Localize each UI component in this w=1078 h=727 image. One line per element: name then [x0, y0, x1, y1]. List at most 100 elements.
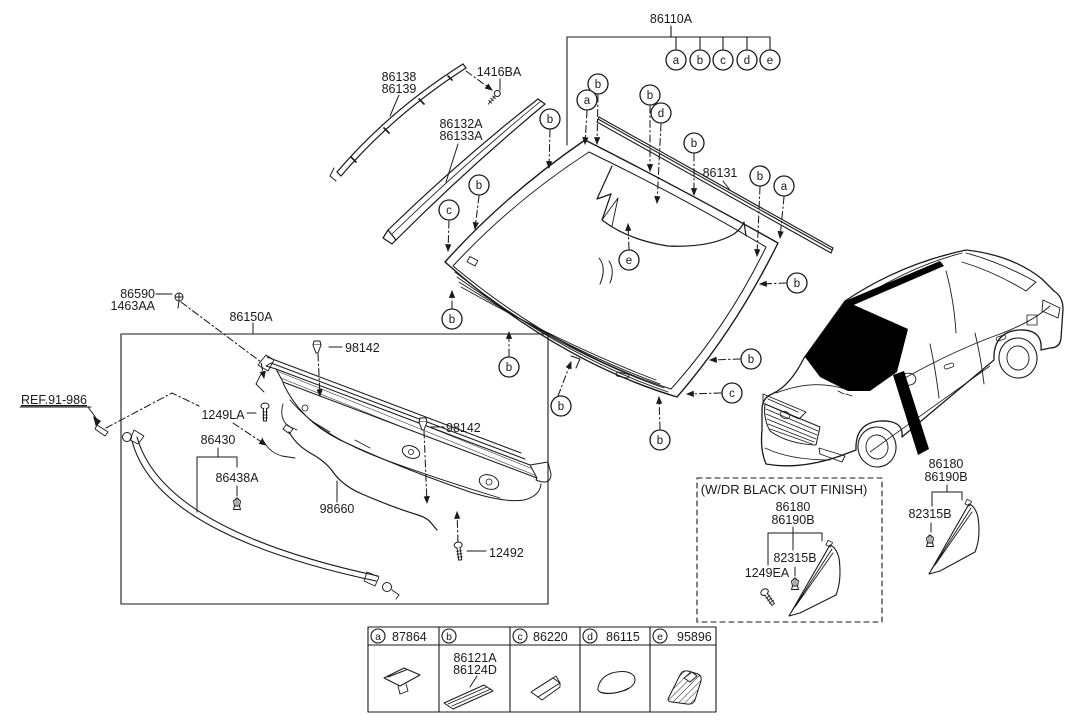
- callout-letter: b: [558, 401, 564, 413]
- molding-strip-86138: [329, 63, 467, 182]
- label-86138: 86138: [382, 70, 417, 84]
- legend-shape-95896: [667, 670, 702, 705]
- callout-a: [665, 49, 687, 71]
- callout-letter: b: [794, 278, 800, 290]
- callout-letter: b: [691, 138, 697, 150]
- callout-letter: b: [506, 362, 512, 374]
- callout-letter: c: [720, 55, 726, 67]
- callout-bracket-86110A: [566, 25, 771, 146]
- car-illustration: [760, 249, 1064, 468]
- blackout-windshield: [805, 301, 908, 391]
- callout-letter: b: [757, 171, 763, 183]
- label-86133A: 86133A: [439, 129, 483, 143]
- legend-letter-c: c: [517, 631, 522, 643]
- callout-letter: e: [626, 255, 632, 267]
- callout-letter: d: [744, 55, 750, 67]
- text-layer: 86110A 86138 86139 1416BA 86132A 86133A …: [21, 12, 968, 677]
- bolt-1249EA-icon: [758, 586, 778, 608]
- blackout-finish-box: [696, 477, 883, 623]
- legend-num-86121A: 86121A: [453, 651, 497, 665]
- callout-letter: a: [781, 181, 788, 193]
- legend-table: [367, 626, 717, 713]
- label-86190B-right: 86190B: [924, 470, 967, 484]
- label-86131: 86131: [703, 166, 738, 180]
- callout-letter: c: [729, 388, 735, 400]
- label-86110A: 86110A: [650, 12, 693, 26]
- callout-letter: b: [547, 114, 553, 126]
- label-86438A: 86438A: [215, 471, 259, 485]
- callout-letter: a: [584, 95, 591, 107]
- clip-86438A-icon: [232, 497, 242, 511]
- label-86139: 86139: [382, 82, 417, 96]
- legend-num-87864: 87864: [392, 630, 427, 644]
- legend-shape-86115: [597, 671, 636, 695]
- legend-letter-b: b: [446, 631, 452, 643]
- legend-num-95896: 95896: [677, 630, 712, 644]
- callout-letter: b: [647, 90, 653, 102]
- molding-86131: [596, 116, 834, 254]
- label-1249LA: 1249LA: [201, 408, 245, 422]
- callout-c: [712, 49, 734, 71]
- callout-letter: b: [748, 354, 754, 366]
- clip-82315B-icon: [790, 577, 800, 591]
- label-ticks: [155, 78, 731, 552]
- callout-letter: b: [449, 314, 455, 326]
- leader-lines: [105, 70, 787, 543]
- cowl-box: [120, 333, 549, 605]
- label-82315B-box: 82315B: [773, 551, 816, 565]
- label-12492: 12492: [489, 546, 524, 560]
- callout-letter: a: [673, 55, 680, 67]
- callouts: [438, 49, 808, 451]
- callout-e: [759, 49, 781, 71]
- label-1463AA: 1463AA: [111, 299, 156, 313]
- label-86430: 86430: [201, 433, 236, 447]
- clip-82315B-icon-2: [925, 534, 935, 548]
- label-86590: 86590: [120, 287, 155, 301]
- legend-letter-d: d: [587, 631, 593, 643]
- label-86180-box: 86180: [776, 500, 811, 514]
- screw-1416BA-icon: [487, 89, 501, 105]
- legend-shape-86121A: [443, 675, 494, 710]
- label-ref-91-986: REF.91-986: [21, 393, 87, 407]
- weatherstrip-86430: [122, 429, 400, 600]
- label-1249EA: 1249EA: [745, 566, 790, 580]
- legend-num-86124D: 86124D: [453, 663, 497, 677]
- pointer-swoosh: [893, 371, 929, 455]
- mirror-bracket: [596, 165, 747, 247]
- callout-letter: b: [595, 79, 601, 91]
- callout-b: [689, 49, 711, 71]
- callout-letter: b: [697, 55, 703, 67]
- label-1416BA: 1416BA: [477, 65, 522, 79]
- label-blackout-title: (W/DR BLACK OUT FINISH): [701, 482, 868, 497]
- legend-letter-a: a: [375, 631, 381, 643]
- clip-98142-icon: [312, 340, 322, 354]
- blackout-roof-band: [845, 261, 944, 307]
- label-98660: 98660: [320, 502, 355, 516]
- bolt-1249LA-icon: [260, 402, 270, 422]
- legend-shape-86220: [530, 675, 561, 701]
- label-86132A: 86132A: [439, 117, 483, 131]
- callout-d: [736, 49, 758, 71]
- label-98142-2: 98142: [446, 421, 481, 435]
- triangle-trim: [788, 539, 841, 617]
- molding-strip-86132A: [382, 98, 546, 245]
- callout-letter: b: [657, 435, 663, 447]
- label-82315B-right: 82315B: [908, 507, 951, 521]
- quarter-trim-standalone: [925, 484, 980, 575]
- legend-shape-87864: [383, 667, 421, 695]
- label-86150A: 86150A: [229, 310, 273, 324]
- screw-86590-icon: [174, 292, 184, 309]
- legend-num-86220: 86220: [533, 630, 568, 644]
- callout-letter: e: [767, 55, 773, 67]
- callout-letter: d: [658, 108, 664, 120]
- drain-hose-98660: [282, 423, 438, 531]
- screw-12492-icon: [453, 540, 465, 562]
- ref-pointer: [19, 406, 109, 437]
- callout-letter: b: [476, 180, 482, 192]
- callout-letter: c: [446, 205, 452, 217]
- legend-letter-e: e: [657, 631, 663, 643]
- label-86190B-box: 86190B: [771, 513, 814, 527]
- label-86180-right: 86180: [929, 457, 964, 471]
